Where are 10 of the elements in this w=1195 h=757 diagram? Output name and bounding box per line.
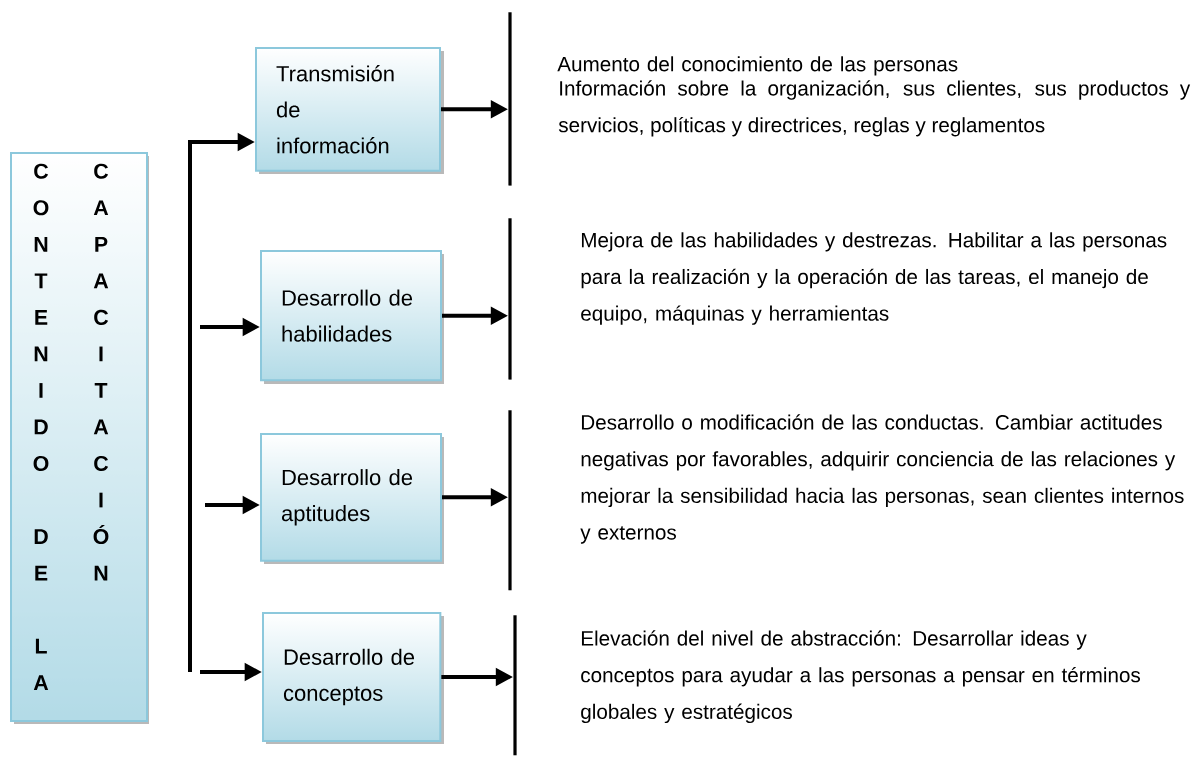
process-box: Transmisión de información xyxy=(255,47,444,174)
process-box: Desarrollo de habilidades xyxy=(260,250,444,384)
process-box: Desarrollo de conceptos xyxy=(262,612,444,744)
description-text: Información sobre la organización, sus clientes, sus productos y servicios, políticas y directrices, reglas y reglamentos xyxy=(558,80,1191,137)
title-box: CONTENIDO DE LA CAPACITACIÓN xyxy=(10,152,149,724)
description-text: Elevación del nivel de abstracción: Desarrollar ideas y conceptos para ayudar a las personas a pensar en términos globales y estratégicos xyxy=(581,630,1140,724)
description-text: Aumento del conocimiento de las personas xyxy=(557,56,958,76)
process-box: Desarrollo de aptitudes xyxy=(260,433,444,564)
description-text: Desarrollo o modificación de las conductas. Cambiar actitudes negativas por favorables, adquirir conciencia de las relaciones y mejorar la sensibilidad hacia las personas, sean clientes internos y externos xyxy=(580,414,1184,544)
description-text: Mejora de las habilidades y destrezas. Habilitar a las personas para la realización y la operación de las tareas, el manejo de equipo, máquinas y herramientas xyxy=(581,232,1167,325)
